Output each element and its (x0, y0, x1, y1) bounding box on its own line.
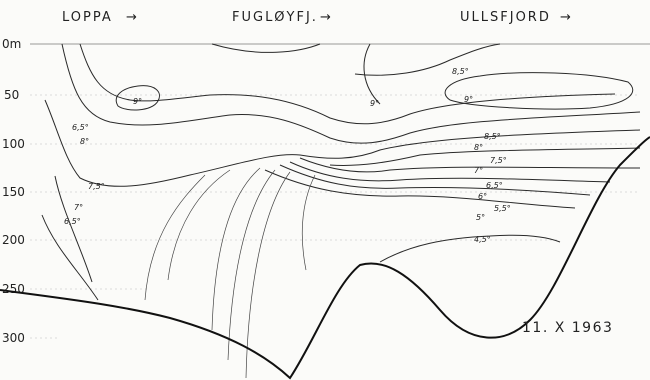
isotherm-label: 7,5° (490, 156, 507, 165)
isotherm-5-5 (279, 164, 591, 196)
isotherm-7-west (54, 175, 93, 283)
date-label: 11. X 1963 (522, 320, 613, 336)
station-arrow-loppa: → (126, 10, 139, 25)
thin-curve-5 (301, 174, 316, 271)
isotherm-5 (264, 169, 576, 209)
isotherm-8 (61, 43, 641, 144)
isotherm-label: 9° (464, 95, 473, 104)
isotherm-9-loop-west (115, 85, 160, 111)
depth-tick-50: 50 (4, 88, 19, 102)
isotherm-8-5 (79, 43, 616, 125)
isotherm-6-5-west (41, 214, 99, 301)
isotherm-8-5-upper (354, 43, 501, 76)
thin-curve-1 (167, 169, 231, 281)
isotherm-7 (329, 147, 641, 166)
isotherm-label: 7° (474, 166, 483, 175)
station-label-ullsfjord: ULLSFJORD (460, 10, 551, 25)
isotherm-label: 6,5° (64, 217, 81, 226)
sea-bottom-profile (0, 136, 650, 380)
isotherm-label: 4,5° (474, 235, 491, 244)
station-arrow-ullsfjord: → (560, 10, 573, 25)
station-label-fugloyfj: FUGLØYFJ. (232, 10, 318, 25)
depth-tick-250: 250 (2, 282, 25, 296)
isotherm-label: 6,5° (486, 181, 503, 190)
isotherm-4-5 (379, 234, 561, 263)
isotherm-6-5 (299, 157, 641, 173)
depth-tick-300: 300 (2, 331, 25, 345)
isotherm-9-loop-east (444, 72, 634, 110)
station-label-loppa: LOPPA (62, 10, 113, 25)
isotherm-label: 8,5° (484, 132, 501, 141)
depth-tick-150: 150 (2, 185, 25, 199)
isotherm-label: 5,5° (494, 204, 511, 213)
thin-curve-4 (245, 171, 291, 379)
isotherm-label: 6,5° (72, 123, 89, 132)
isotherm-label: 6° (478, 192, 487, 201)
isotherm-label: 7,5° (88, 182, 105, 191)
thin-curve-2 (211, 167, 261, 331)
isotherm-label: 7° (74, 203, 83, 212)
thin-curve-6 (144, 174, 206, 301)
isotherm-label: 9° (370, 99, 379, 108)
isotherm-9-center (363, 43, 381, 105)
isotherm-6 (289, 161, 611, 183)
depth-tick-100: 100 (2, 137, 25, 151)
isotherm-label: 8° (80, 137, 89, 146)
isotherm-9-upper (211, 43, 321, 53)
isotherm-label: 5° (476, 213, 485, 222)
isotherm-label: 9° (133, 97, 142, 106)
depth-tick-200: 200 (2, 233, 25, 247)
isotherm-label: 8,5° (452, 67, 469, 76)
isotherm-7-5 (44, 99, 641, 187)
station-arrow-fugloyfj: → (320, 10, 333, 25)
depth-tick-0: 0m (2, 37, 21, 51)
isotherm-label: 8° (474, 143, 483, 152)
thin-curve-3 (227, 169, 276, 361)
